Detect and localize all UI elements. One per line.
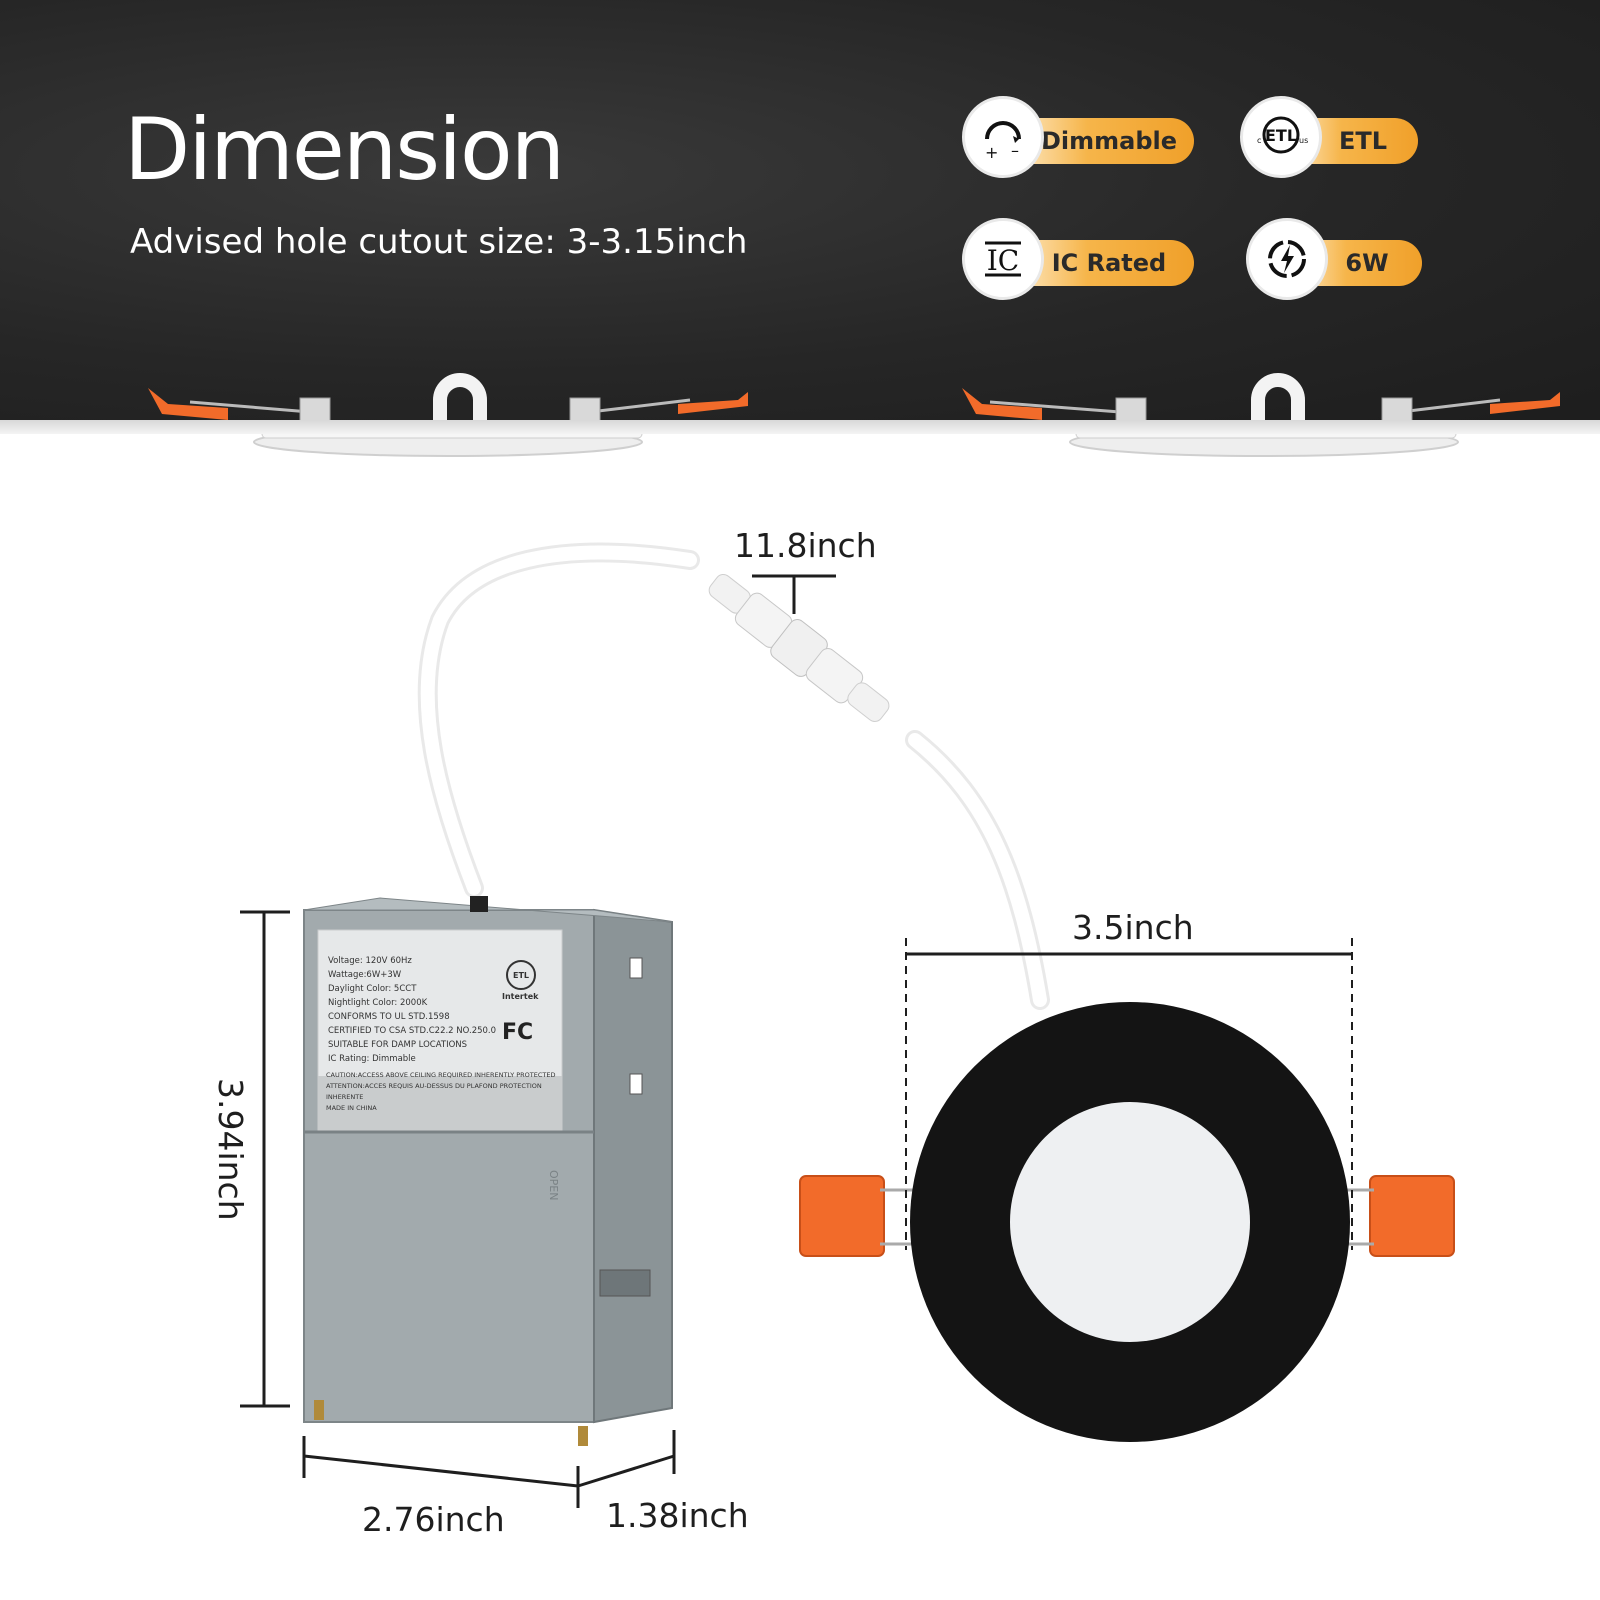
ic-rated-icon: IC (962, 218, 1044, 300)
box-height-label: 3.94inch (211, 1078, 250, 1221)
fc-mark: FC (502, 1020, 534, 1045)
etl-mark-icon: ETL (506, 960, 536, 990)
open-label: OPEN (547, 1170, 560, 1201)
box-width-line (303, 1454, 579, 1488)
caution-line: INHERENTE (326, 1093, 364, 1101)
svg-text:+: + (985, 143, 998, 162)
label-line: IC Rating: Dimmable (328, 1054, 416, 1064)
etl-icon: ETL c us (1240, 96, 1322, 178)
page-subtitle: Advised hole cutout size: 3-3.15inch (130, 222, 748, 262)
svg-text:IC: IC (987, 244, 1019, 277)
label-line: Daylight Color: 5CCT (328, 984, 417, 994)
badge-ic-rated: IC Rated IC (962, 218, 1194, 300)
label-line: SUITABLE FOR DAMP LOCATIONS (328, 1040, 468, 1050)
power-icon (1246, 218, 1328, 300)
cable-length-label: 11.8inch (734, 526, 877, 565)
cable-lower (905, 730, 1050, 1010)
label-line: Nightlight Color: 2000K (328, 998, 428, 1008)
diameter-label: 3.5inch (1072, 908, 1194, 947)
badge-6w: 6W (1246, 218, 1426, 300)
label-line: Wattage:6W+3W (328, 970, 402, 980)
cable-upper (417, 542, 700, 898)
label-line: CERTIFIED TO CSA STD.C22.2 NO.250.0 (328, 1026, 497, 1036)
box-width-label: 2.76inch (362, 1500, 505, 1539)
intertek-label: Intertek (502, 992, 539, 1001)
box-depth-line (577, 1454, 675, 1488)
box-label-text: Voltage: 120V 60Hz Wattage:6W+3W Dayligh… (328, 954, 518, 1066)
box-caution-text: CAUTION:ACCESS ABOVE CEILING REQUIRED IN… (326, 1070, 556, 1114)
svg-text:–: – (1011, 141, 1019, 160)
label-line: CONFORMS TO UL STD.1598 (328, 1012, 450, 1022)
page-title: Dimension (124, 100, 565, 200)
ceiling-surface (0, 420, 1600, 434)
svg-text:us: us (1299, 136, 1308, 145)
svg-text:c: c (1257, 136, 1261, 145)
caution-line: CAUTION:ACCESS ABOVE CEILING REQUIRED IN… (326, 1071, 556, 1079)
label-line: Voltage: 120V 60Hz (328, 956, 412, 966)
cable-connector (708, 573, 890, 722)
dimmer-icon: + – (962, 96, 1044, 178)
caution-line: MADE IN CHINA (326, 1104, 377, 1112)
badge-dimmable: Dimmable + – (962, 96, 1194, 178)
svg-text:ETL: ETL (1265, 126, 1297, 145)
led-panel (1010, 1102, 1250, 1342)
header-banner: Dimension Advised hole cutout size: 3-3.… (0, 0, 1600, 457)
box-depth-label: 1.38inch (606, 1496, 749, 1535)
caution-line: ATTENTION:ACCES REQUIS AU-DESSUS DU PLAF… (326, 1082, 542, 1090)
light-fixture-front (799, 1002, 1455, 1442)
badge-etl: ETL ETL c us (1240, 96, 1420, 178)
